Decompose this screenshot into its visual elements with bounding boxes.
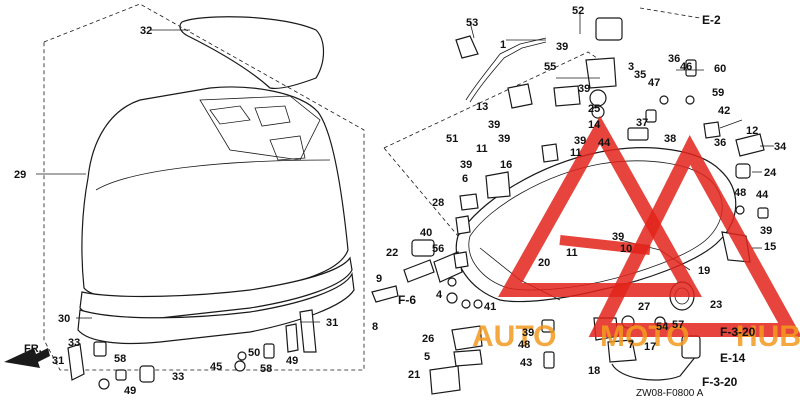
callout-9: 9 [376, 273, 382, 285]
callout-33b: 33 [172, 371, 184, 383]
callout-numbers: 1 3 4 5 6 7 8 9 10 11 11 11 12 13 14 15 … [14, 5, 787, 397]
callout-39c: 39 [498, 133, 510, 145]
callout-60: 60 [714, 63, 726, 75]
callout-27: 27 [638, 301, 650, 313]
leader-lines [36, 12, 774, 323]
callout-45: 45 [210, 361, 222, 373]
watermark-text-moto: MOTO [600, 320, 689, 353]
callout-38: 38 [664, 133, 676, 145]
callout-39i: 39 [522, 327, 534, 339]
callout-50: 50 [248, 347, 260, 359]
callout-51: 51 [446, 133, 458, 145]
callout-26: 26 [422, 333, 434, 345]
callout-52: 52 [572, 5, 584, 17]
front-direction-label: FR. [24, 343, 42, 355]
callout-13: 13 [476, 101, 488, 113]
callout-20: 20 [538, 257, 550, 269]
callout-21: 21 [408, 369, 420, 381]
callout-58a: 58 [114, 353, 126, 365]
callout-39b: 39 [488, 119, 500, 131]
callout-40: 40 [420, 227, 432, 239]
callout-39f: 39 [578, 83, 590, 95]
autohub-watermark: AUTO MOTO HUB [472, 115, 800, 353]
callout-41: 41 [484, 301, 496, 313]
callout-11b: 11 [566, 247, 578, 259]
callout-8: 8 [372, 321, 378, 333]
lower-left-hardware [67, 309, 317, 390]
callout-29: 29 [14, 169, 26, 181]
watermark-text-hub: HUB [736, 320, 800, 353]
callout-55: 55 [544, 61, 556, 73]
ref-e-14[interactable]: E-14 [720, 351, 746, 365]
callout-10: 10 [620, 243, 632, 255]
callout-7: 7 [628, 339, 634, 351]
callout-30: 30 [58, 313, 70, 325]
callout-31b: 31 [52, 355, 64, 367]
callout-36b: 36 [714, 137, 726, 149]
callout-12: 12 [746, 125, 758, 137]
watermark-text-auto: AUTO [472, 320, 556, 353]
callout-43: 43 [520, 357, 532, 369]
engine-cover-upper [81, 86, 349, 301]
callout-33a: 33 [68, 337, 80, 349]
callout-46: 46 [680, 61, 692, 73]
callout-34: 34 [774, 141, 787, 153]
callout-47: 47 [648, 77, 660, 89]
front-direction-arrow: FR. [4, 343, 50, 368]
callout-54: 54 [656, 321, 669, 333]
callout-32: 32 [140, 25, 152, 37]
cover-top-lid-32 [179, 16, 325, 89]
callout-11a: 11 [476, 143, 488, 155]
callout-44b: 44 [756, 189, 769, 201]
callout-1: 1 [500, 39, 506, 51]
callout-14: 14 [588, 119, 601, 131]
callout-48a: 48 [734, 187, 746, 199]
callout-5: 5 [424, 351, 430, 363]
callout-25: 25 [588, 103, 600, 115]
callout-59: 59 [712, 87, 724, 99]
callout-18: 18 [588, 365, 600, 377]
callout-42: 42 [718, 105, 730, 117]
lower-cover-dashed-frame [383, 7, 701, 237]
callout-24: 24 [764, 167, 777, 179]
callout-16: 16 [500, 159, 512, 171]
callout-3: 3 [628, 61, 634, 73]
callout-4: 4 [436, 289, 443, 301]
callout-48b: 48 [518, 339, 530, 351]
callout-39e: 39 [460, 159, 472, 171]
callout-39h: 39 [760, 225, 772, 237]
callout-17: 17 [644, 341, 656, 353]
callout-22: 22 [386, 247, 398, 259]
callout-31a: 31 [326, 317, 338, 329]
callout-23: 23 [710, 299, 722, 311]
ref-f-3-20-lower[interactable]: F-3-20 [702, 375, 738, 389]
ref-e-2[interactable]: E-2 [702, 13, 721, 27]
callout-6: 6 [462, 173, 468, 185]
callout-35: 35 [634, 69, 646, 81]
callout-49b: 49 [286, 355, 298, 367]
ref-f-6[interactable]: F-6 [398, 293, 416, 307]
diagram-code: ZW08-F0800 A [636, 388, 704, 399]
callout-28: 28 [432, 197, 444, 209]
callout-57: 57 [672, 319, 684, 331]
callout-53: 53 [466, 17, 478, 29]
callout-39g: 39 [612, 231, 624, 243]
callout-11c: 11 [570, 147, 582, 159]
callout-36a: 36 [668, 53, 680, 65]
callout-19: 19 [698, 265, 710, 277]
callout-58b: 58 [260, 363, 272, 375]
callout-39a: 39 [556, 41, 568, 53]
callout-15: 15 [764, 241, 776, 253]
callout-56: 56 [432, 243, 444, 255]
engine-cover-seal [77, 256, 355, 345]
callout-37: 37 [636, 117, 648, 129]
callout-49a: 49 [124, 385, 136, 397]
callout-44a: 44 [598, 137, 611, 149]
callout-39d: 39 [574, 135, 586, 147]
ref-f-3-20-upper[interactable]: F-3-20 [720, 325, 756, 339]
cover-frame-dashed [43, 3, 365, 371]
